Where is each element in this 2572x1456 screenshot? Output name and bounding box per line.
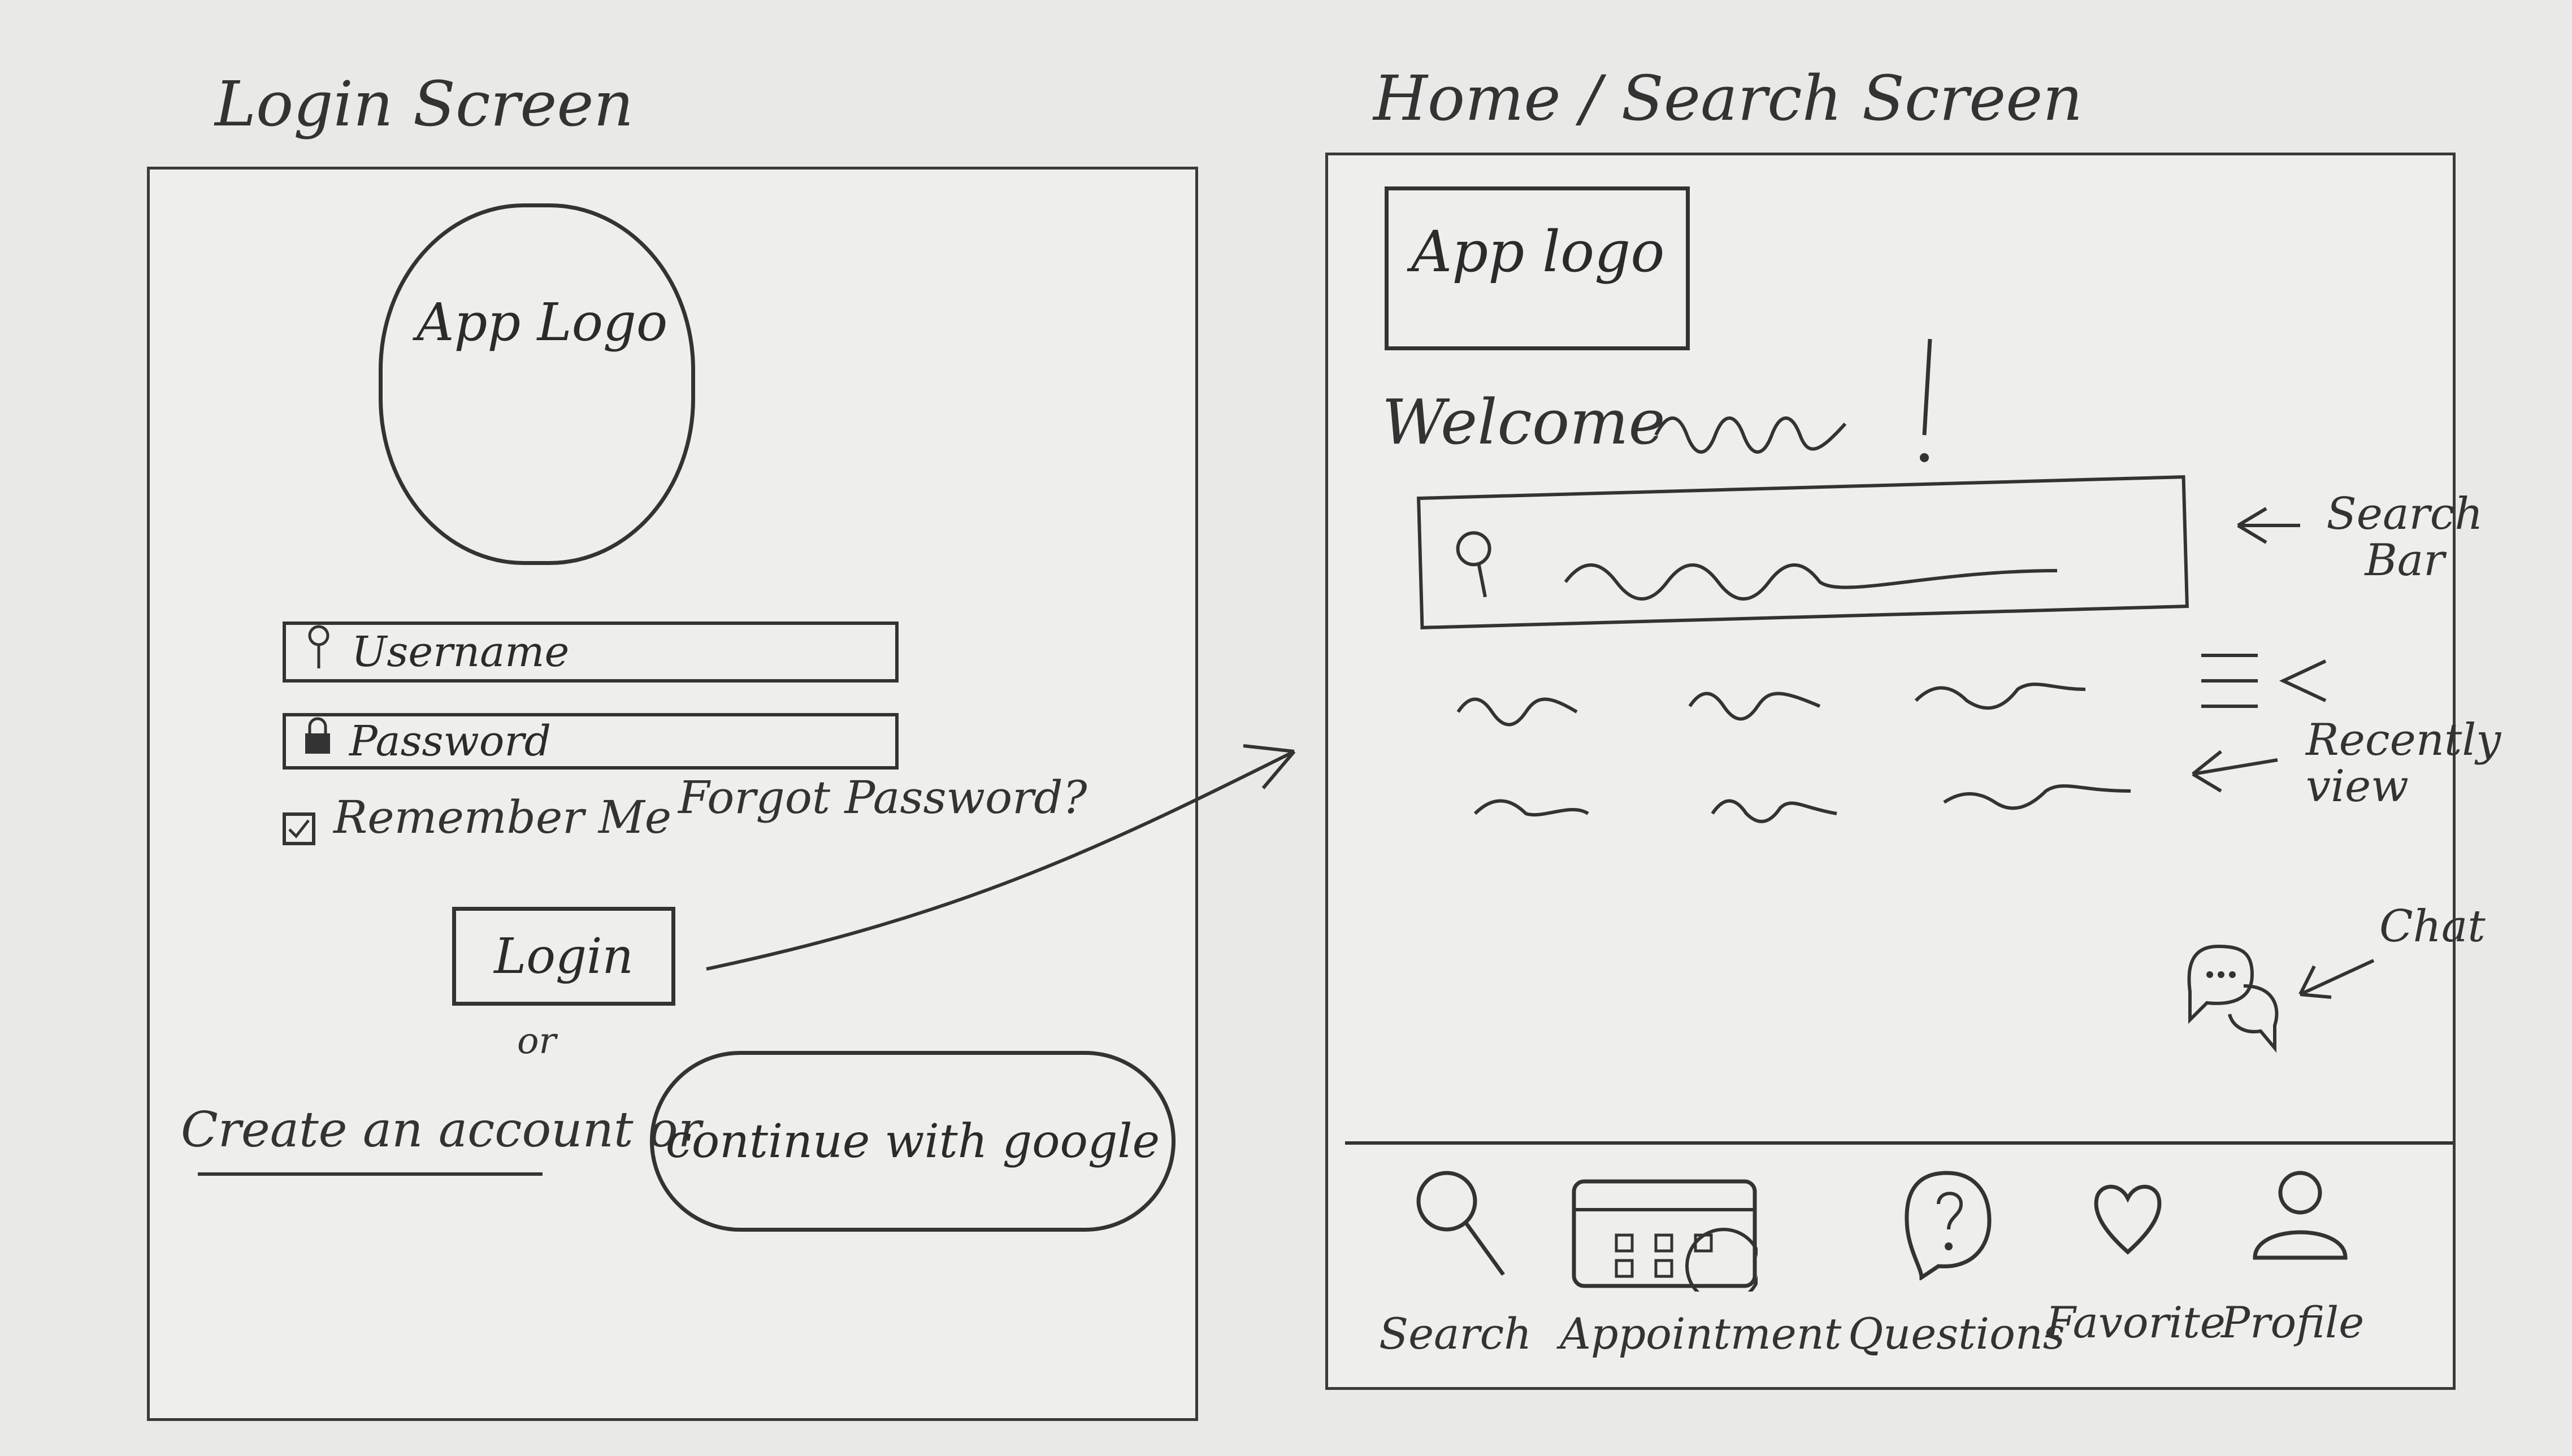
chat-icon[interactable] <box>2184 941 2286 1056</box>
forgot-password-link[interactable]: Forgot Password? <box>678 771 1087 824</box>
nav-profile-label: Profile <box>2221 1297 2365 1348</box>
username-placeholder: Username <box>352 628 570 676</box>
login-screen-title: Login Screen <box>215 68 634 140</box>
password-field[interactable]: Password <box>283 713 899 770</box>
nav-favorite-label: Favorite <box>2046 1297 2226 1348</box>
nav-appointment[interactable] <box>1560 1179 1775 1382</box>
remember-me-label: Remember Me <box>333 791 672 844</box>
login-app-logo-label: App Logo <box>417 292 668 353</box>
login-button[interactable]: Login <box>452 907 675 1006</box>
search-icon <box>1413 1167 1509 1283</box>
welcome-text: Welcome <box>1382 386 1665 458</box>
nav-profile[interactable] <box>2227 1167 2374 1382</box>
login-screen-frame <box>147 167 1198 1421</box>
create-account-link[interactable]: Create an account or <box>181 1102 701 1158</box>
annotation-recently-view: Recently view <box>2306 715 2501 812</box>
nav-search[interactable] <box>1379 1167 1560 1382</box>
annotation-search-bar: Search Bar <box>2326 489 2483 586</box>
person-icon <box>2249 1167 2351 1266</box>
filter-menu-icon[interactable] <box>2198 650 2334 714</box>
login-app-logo: App Logo <box>379 203 695 565</box>
home-app-logo: App logo <box>1385 186 1690 350</box>
heart-icon <box>2091 1179 2165 1260</box>
home-screen-frame <box>1325 153 2456 1390</box>
lock-icon <box>303 716 332 766</box>
search-bar-icon <box>1455 529 1497 606</box>
create-account-underline <box>198 1172 543 1176</box>
recent-item <box>1456 697 1578 727</box>
or-text: or <box>517 1020 557 1062</box>
search-bar[interactable] <box>1416 475 2189 629</box>
nav-appointment-label: Appointment <box>1560 1309 1842 1359</box>
nav-search-label: Search <box>1379 1309 1532 1359</box>
continue-with-google-button[interactable]: continue with google <box>650 1051 1176 1232</box>
bottom-nav: Search Appointment Questions <box>1345 1141 2453 1393</box>
username-field[interactable]: Username <box>283 621 899 683</box>
nav-questions[interactable] <box>1876 1167 2035 1382</box>
nav-questions-label: Questions <box>1848 1309 2065 1359</box>
home-app-logo-label: App logo <box>1411 219 1665 285</box>
password-placeholder: Password <box>349 717 552 766</box>
annotation-chat: Chat <box>2379 901 2486 952</box>
question-icon <box>1899 1167 1995 1283</box>
home-screen-title: Home / Search Screen <box>1373 62 2083 134</box>
nav-favorite[interactable] <box>2057 1179 2198 1382</box>
user-icon <box>303 624 335 680</box>
remember-me-checkbox[interactable] <box>283 812 315 845</box>
